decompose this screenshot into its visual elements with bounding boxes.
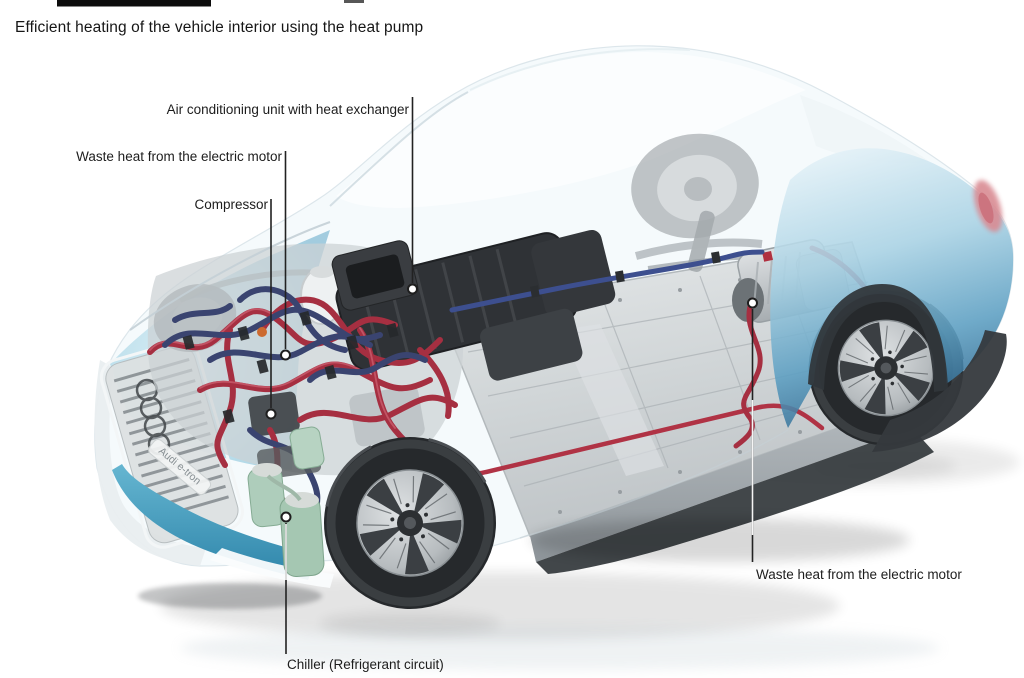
front-bumper-lip xyxy=(112,464,318,580)
top-crop-bar xyxy=(57,0,211,7)
top-crop-mark xyxy=(344,0,364,3)
callout-label-compressor: Compressor xyxy=(194,197,268,212)
callout-leaders xyxy=(265,97,758,654)
callout-label-waste-heat-rear: Waste heat from the electric motor xyxy=(756,567,962,582)
callout-marker-ac-unit xyxy=(407,283,418,295)
page-title: Efficient heating of the vehicle interio… xyxy=(15,19,424,36)
callout-label-chiller: Chiller (Refrigerant circuit) xyxy=(287,657,444,672)
callout-marker-chiller xyxy=(280,511,292,523)
roof-glass xyxy=(329,48,930,208)
pipe-clamps xyxy=(530,251,721,298)
far-rear-wheel xyxy=(631,133,767,272)
body-lines xyxy=(129,221,789,539)
rear-arch-cladding xyxy=(808,284,948,392)
callout-marker-waste-heat-front xyxy=(280,349,291,361)
rear-quarter xyxy=(770,148,1014,452)
callout-marker-waste-heat-rear xyxy=(747,297,758,309)
callout-label-waste-heat-front: Waste heat from the electric motor xyxy=(76,149,282,164)
rear-bumper-lower xyxy=(872,330,1007,452)
chiller-unit xyxy=(247,426,325,577)
callout-label-ac-unit: Air conditioning unit with heat exchange… xyxy=(166,102,409,117)
coolant-line-cold-battery xyxy=(449,249,765,313)
audi-rings-icon xyxy=(135,378,171,456)
orange-fitting xyxy=(257,327,267,337)
callout-marker-compressor xyxy=(265,408,277,420)
